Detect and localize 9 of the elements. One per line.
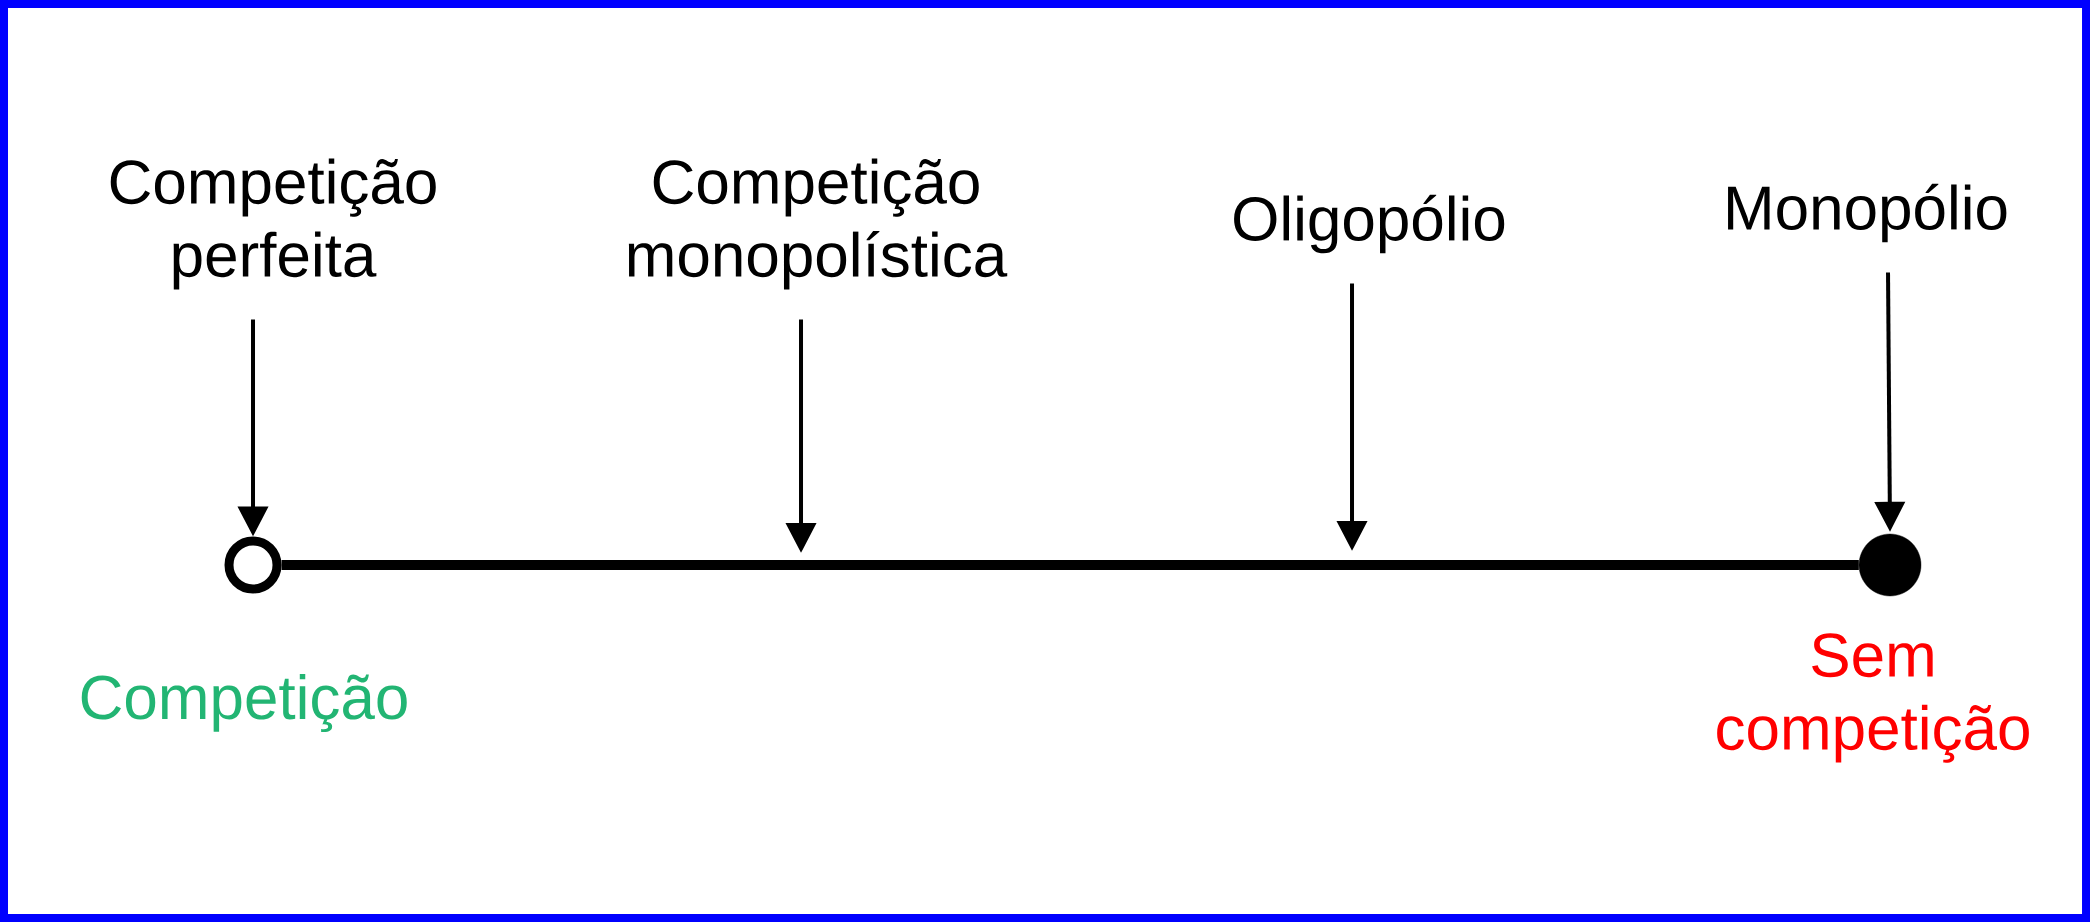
open-circle [224,536,282,594]
market-label: Competição monopolística [628,158,1008,290]
end-caption: Sem competição [1717,633,2029,763]
market-label: Competição perfeita [110,158,436,290]
end-caption: Competição [81,674,407,733]
filled-circle [1858,533,1922,597]
market-label: Monopólio [1728,183,2007,243]
market-label: Oligopólio [1234,194,1505,254]
scale-line [281,560,1859,570]
